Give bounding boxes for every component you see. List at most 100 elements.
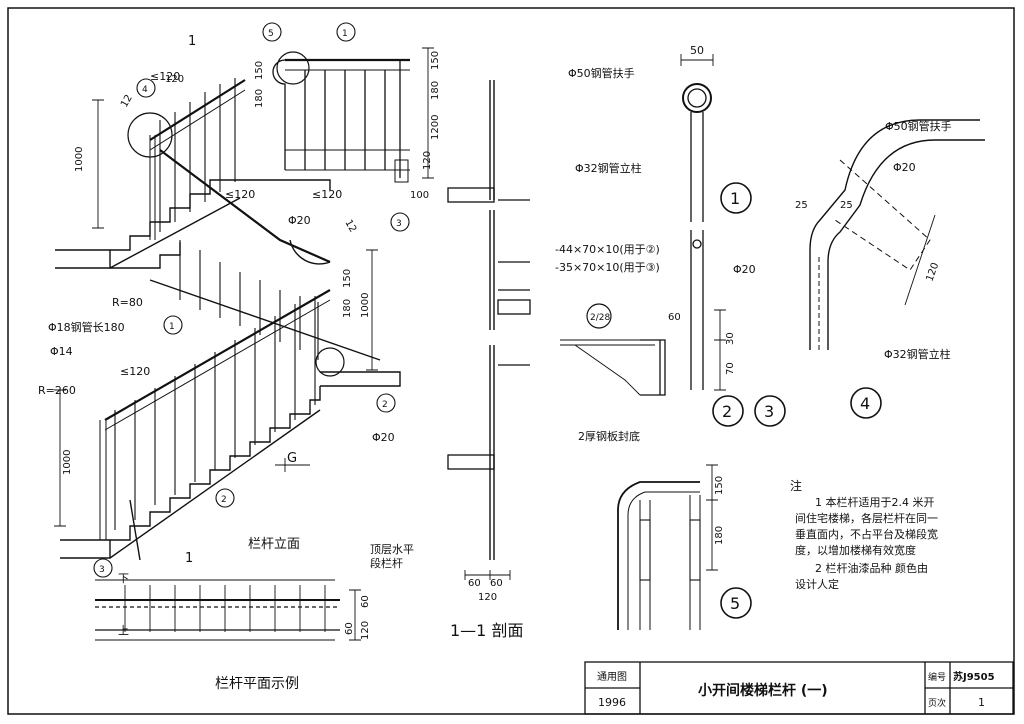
sheet-border [7, 7, 1015, 715]
le120-top-label: ≤120 [150, 70, 180, 83]
note-1-line-4: 度，以增加楼梯有效宽度 [795, 543, 916, 557]
dim-25-b: 25 [840, 200, 853, 211]
g-mark-label: G [287, 451, 297, 466]
title-block-title: 小开间楼梯栏杆 (一) [698, 682, 828, 699]
detail-number-4: 4 [860, 394, 870, 413]
r260-label: R=260 [38, 384, 76, 397]
plate-b-label: -35×70×10(用于③) [555, 261, 660, 274]
plate-a-label: -44×70×10(用于②) [555, 243, 660, 256]
main-elevation-title: 栏杆立面 [248, 537, 300, 552]
title-block-year: 1996 [598, 696, 626, 709]
handrail-50-label: Φ50钢管扶手 [568, 66, 635, 80]
dim-120-sec: 120 [478, 592, 497, 603]
detail-number-2: 2 [722, 402, 732, 421]
title-block [584, 661, 1014, 715]
dim-180-top: 180 [254, 89, 265, 108]
dim-60-detail: 60 [668, 312, 681, 323]
detail-number-5: 5 [730, 594, 740, 613]
section-mark-top: 1 [188, 34, 196, 49]
title-block-page: 1 [978, 696, 985, 709]
phi20-upper-label: Φ20 [288, 214, 311, 227]
ref-bubble-4: 4 [142, 85, 148, 95]
post-32-label: Φ32钢管立柱 [575, 161, 642, 175]
ref-bubble-2a: 2 [382, 400, 388, 410]
dim-1000-upper: 1000 [74, 147, 85, 172]
detail-markers [712, 182, 882, 619]
title-block-number: 苏J9505 [953, 670, 995, 683]
dim-1200: 1200 [430, 115, 441, 140]
detail-number-1: 1 [730, 189, 740, 208]
le120-mid-b-label: ≤120 [312, 188, 342, 201]
title-block-page-label: 页次 [928, 697, 946, 709]
ref-bubble-1b: 1 [169, 322, 175, 332]
dim-30-detail: 30 [725, 332, 736, 345]
dim-150-detail5: 150 [714, 476, 725, 495]
notes-heading: 注 [790, 478, 802, 493]
ref-bubble-2b: 2 [221, 495, 227, 505]
section-1-1-title: 1—1 剖面 [450, 621, 523, 640]
ref-bubble-3b: 3 [99, 565, 105, 575]
detail-4-view [809, 119, 985, 350]
plan-example [95, 579, 361, 641]
reference-bubbles [93, 22, 410, 578]
stair-up-label: 上 [118, 624, 129, 637]
dim-150-right-top: 150 [430, 51, 441, 70]
le120-lower-label: ≤120 [120, 365, 150, 378]
handrail-50-detail4-label: Φ50钢管扶手 [885, 119, 952, 133]
section-1-1 [447, 80, 531, 580]
detail-circle-4 [850, 387, 882, 419]
detail-circle-1 [720, 182, 752, 214]
note-1-line-2: 间住宅楼梯，各层栏杆在同一 [795, 511, 938, 525]
dim-180-right-top: 180 [430, 81, 441, 100]
phi14-label: Φ14 [50, 345, 73, 358]
phi20-lower-label: Φ20 [372, 431, 395, 444]
dim-50: 50 [690, 44, 704, 57]
plate-bottom-label: 2厚钢板封底 [578, 429, 640, 443]
title-block-number-label: 编号 [928, 671, 946, 683]
dim-120-detail4: 120 [924, 261, 941, 283]
main-elevation [54, 78, 401, 561]
detail-circle-3 [754, 395, 786, 427]
detail-number-3: 3 [764, 402, 774, 421]
dim-60-plan-a: 60 [360, 595, 371, 608]
ref-bubble-1a: 1 [342, 29, 348, 39]
dim-1000-lower: 1000 [62, 450, 73, 475]
dim-12-top: 12 [119, 93, 135, 110]
detail-circle-5 [720, 587, 752, 619]
upper-detail-elevation [272, 47, 434, 183]
r80-label: R=80 [112, 296, 143, 309]
top-level-rail-label: 顶层水平 [370, 543, 414, 556]
title-block-general-label: 通用图 [597, 671, 627, 683]
dim-100: 100 [410, 190, 429, 201]
dim-120-top: 120 [165, 74, 184, 85]
note-2-line-2: 设计人定 [795, 577, 839, 591]
section-mark-bottom: 1 [185, 551, 193, 566]
note-2-line-1: 2 栏杆油漆品种 颜色由 [815, 561, 928, 575]
dim-180-mid: 180 [342, 299, 353, 318]
ref-2-28: 2/28 [590, 313, 610, 323]
dim-1000-right: 1000 [360, 293, 371, 318]
post-32-detail4-label: Φ32钢管立柱 [884, 347, 951, 361]
dim-12-mid: 12 [342, 218, 358, 235]
ref-bubble-3a: 3 [396, 219, 402, 229]
dim-150-mid: 150 [342, 269, 353, 288]
top-level-rail-label-2: 段栏杆 [370, 556, 403, 570]
dim-25-a: 25 [795, 200, 808, 211]
dim-70-detail: 70 [725, 362, 736, 375]
phi20-detail1-label: Φ20 [733, 263, 756, 276]
dim-150-top: 150 [254, 61, 265, 80]
dim-60-plan-b: 60 [344, 622, 355, 635]
note-1-line-1: 1 本栏杆适用于2.4 米开 [815, 495, 935, 509]
text-labels: 栏杆立面 栏杆平面示例 1—1 剖面 1 1 顶层水平 段栏杆 下 上 Φ18钢… [38, 29, 995, 709]
dim-120-right: 120 [422, 151, 433, 170]
phi20-detail4-label: Φ20 [893, 161, 916, 174]
dim-60-sec-b: 60 [490, 578, 503, 589]
le120-mid-a-label: ≤120 [225, 188, 255, 201]
ref-bubble-5: 5 [268, 29, 274, 39]
detail-circle-2 [712, 395, 744, 427]
plan-example-title: 栏杆平面示例 [215, 676, 299, 692]
dim-120-plan: 120 [360, 621, 371, 640]
detail-1-view [560, 54, 726, 396]
stair-down-label: 下 [118, 572, 129, 585]
